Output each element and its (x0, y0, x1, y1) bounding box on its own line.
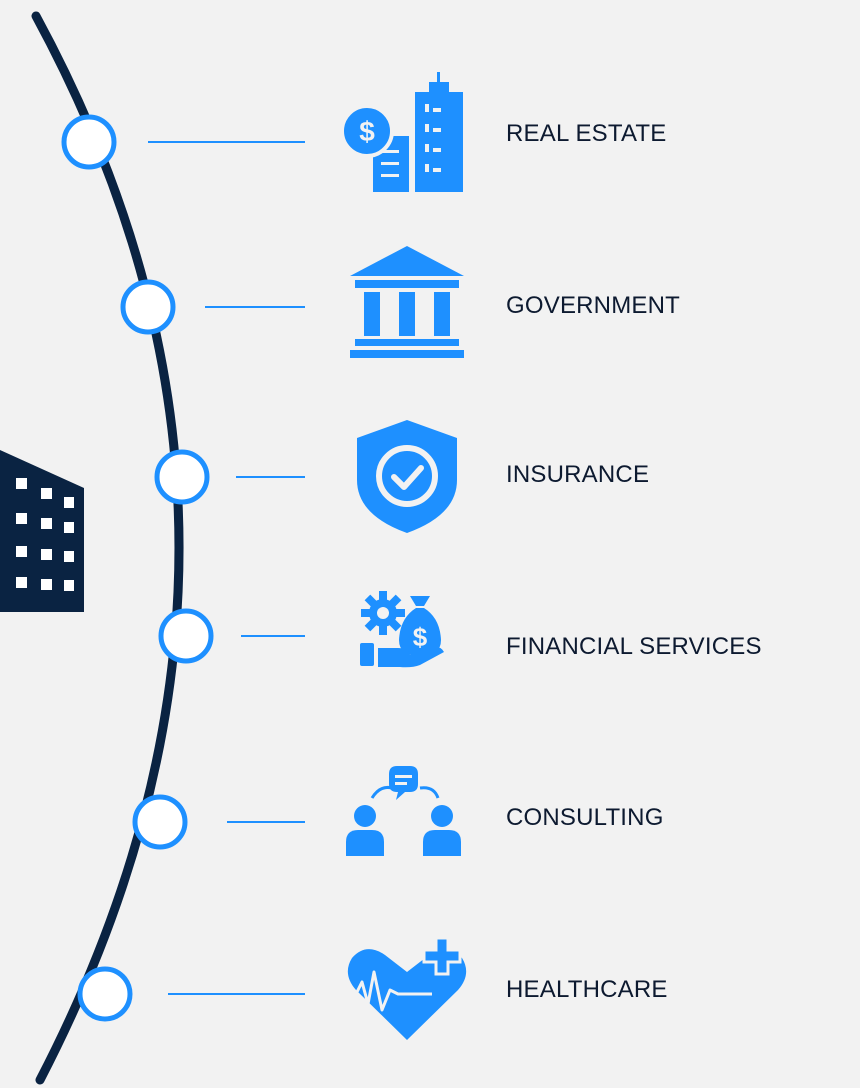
heart-health-icon (335, 936, 467, 1040)
timeline-node (158, 608, 214, 664)
timeline-curve (31, 11, 184, 1085)
office-building-icon (0, 450, 84, 612)
timeline-node (61, 114, 117, 170)
real-estate-icon: $ (340, 72, 463, 192)
timeline-node (154, 449, 210, 505)
bank-building-icon (350, 246, 464, 358)
connector-lines (148, 141, 305, 995)
timeline-node (77, 966, 133, 1022)
item-label-insurance: INSURANCE (506, 461, 650, 488)
item-label-financial-services: FINANCIAL SERVICES (506, 633, 762, 660)
item-label-real-estate: REAL ESTATE (506, 120, 667, 147)
money-bag-hand-icon: $ (360, 591, 444, 668)
timeline-nodes (61, 114, 214, 1022)
timeline-node (132, 794, 188, 850)
shield-check-icon (357, 420, 457, 533)
svg-text:$: $ (413, 622, 428, 652)
timeline-node (120, 279, 176, 335)
item-label-healthcare: HEALTHCARE (506, 976, 668, 1003)
item-label-government: GOVERNMENT (506, 292, 681, 319)
consultation-people-icon (346, 766, 461, 856)
svg-text:$: $ (359, 116, 375, 147)
item-label-consulting: CONSULTING (506, 804, 664, 831)
